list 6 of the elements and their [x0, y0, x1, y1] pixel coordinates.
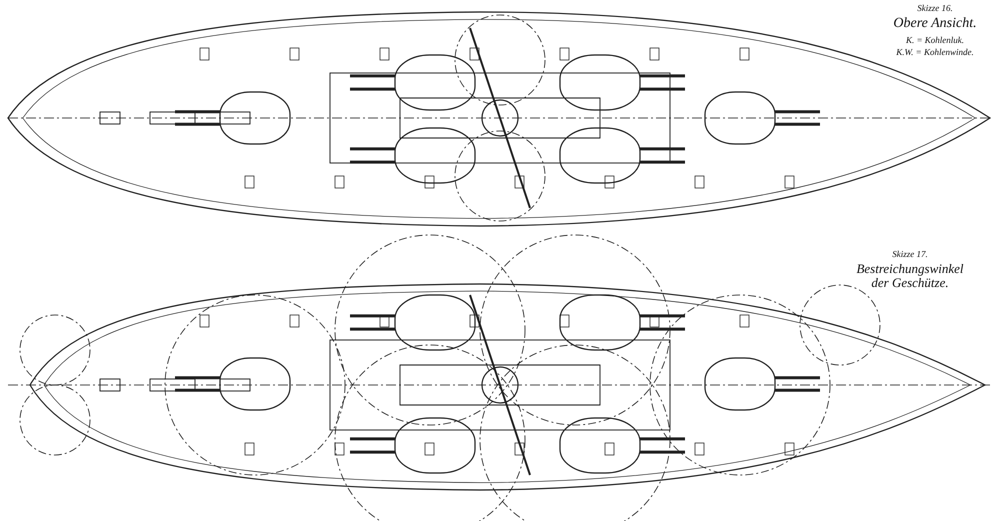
sketch-number: Skizze 17. — [891, 250, 929, 260]
sketch-number: Skizze 16. — [916, 4, 954, 14]
drawing-title: Bestreichungswinkel der Geschütze. — [855, 262, 965, 291]
legend-note: K.W. = Kohlenwinde. — [895, 48, 975, 58]
drawing-title: Obere Ansicht. — [892, 16, 978, 32]
legend-note: K. = Kohlenluk. — [904, 36, 966, 46]
